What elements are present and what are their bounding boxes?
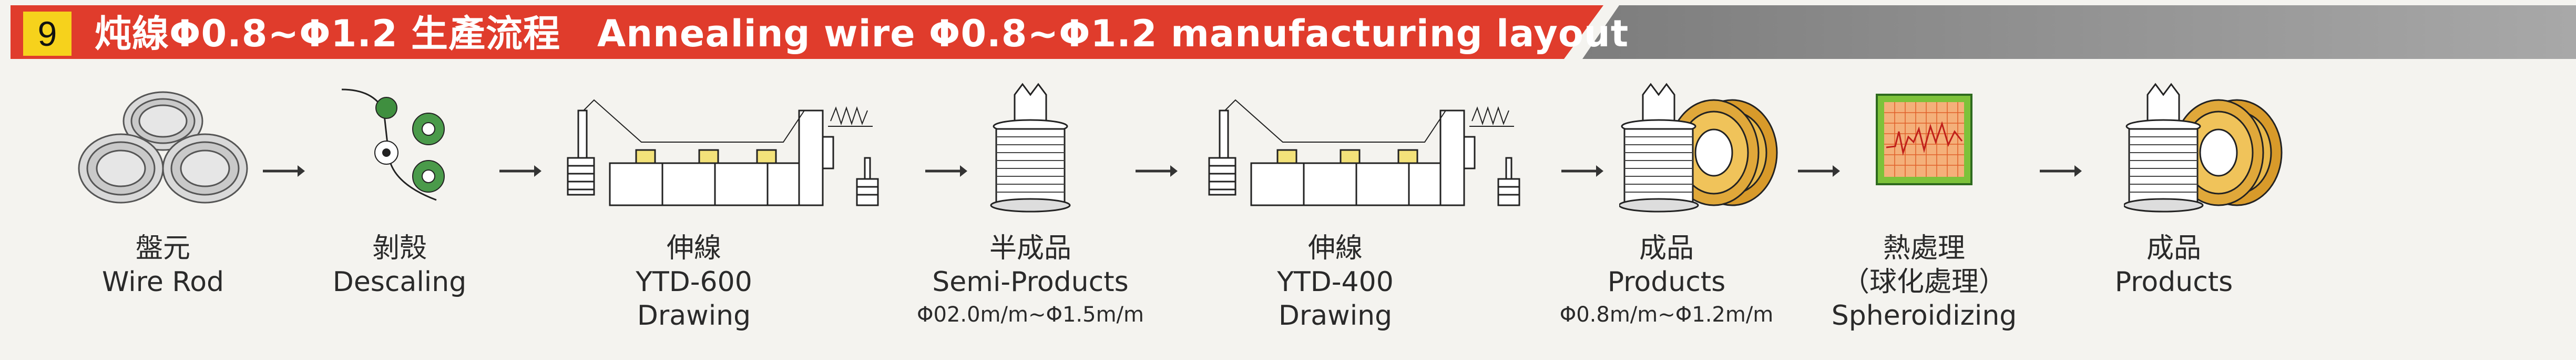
arrow-icon xyxy=(1798,163,1840,181)
step-products-final xyxy=(2124,79,2292,221)
spool-with-coil-icon xyxy=(2124,83,2283,213)
step-semi-products xyxy=(983,79,1078,221)
arrow-icon xyxy=(1136,163,1178,181)
arrow-icon xyxy=(499,163,541,181)
arrow-icon xyxy=(2040,163,2082,181)
step-descaling xyxy=(331,79,457,216)
step-label-heat-treatment: 熱處理（球化處理）Spheroidizing xyxy=(1831,233,2017,332)
drawing-machine-icon xyxy=(567,99,879,206)
wire-rod-coils-icon xyxy=(78,91,248,204)
heat-treatment-chart-icon xyxy=(1876,94,1972,185)
page-title: 炖線Φ0.8~Φ1.2 生產流程 Annealing wire Φ0.8~Φ1.2… xyxy=(95,9,1629,58)
spool-with-coil-icon xyxy=(1619,83,1778,213)
spool-icon xyxy=(990,83,1071,213)
section-number: 9 xyxy=(23,12,71,56)
title-english: Annealing wire Φ0.8~Φ1.2 manufacturing l… xyxy=(597,12,1629,55)
arrow-icon xyxy=(925,163,967,181)
drawing-machine-icon xyxy=(1208,99,1520,206)
descaling-rollers-icon xyxy=(341,88,445,201)
title-chinese: 炖線Φ0.8~Φ1.2 生產流程 xyxy=(95,12,561,55)
arrow-icon xyxy=(263,163,305,181)
step-drawing-ytd400 xyxy=(1204,79,1551,221)
step-products xyxy=(1619,79,1787,221)
header-banner: 9 炖線Φ0.8~Φ1.2 生產流程 Annealing wire Φ0.8~Φ1… xyxy=(0,0,2576,64)
arrow-icon xyxy=(1561,163,1603,181)
step-wire-rod xyxy=(74,79,252,216)
step-drawing-ytd600 xyxy=(563,79,909,221)
step-heat-treatment xyxy=(1872,79,1977,200)
